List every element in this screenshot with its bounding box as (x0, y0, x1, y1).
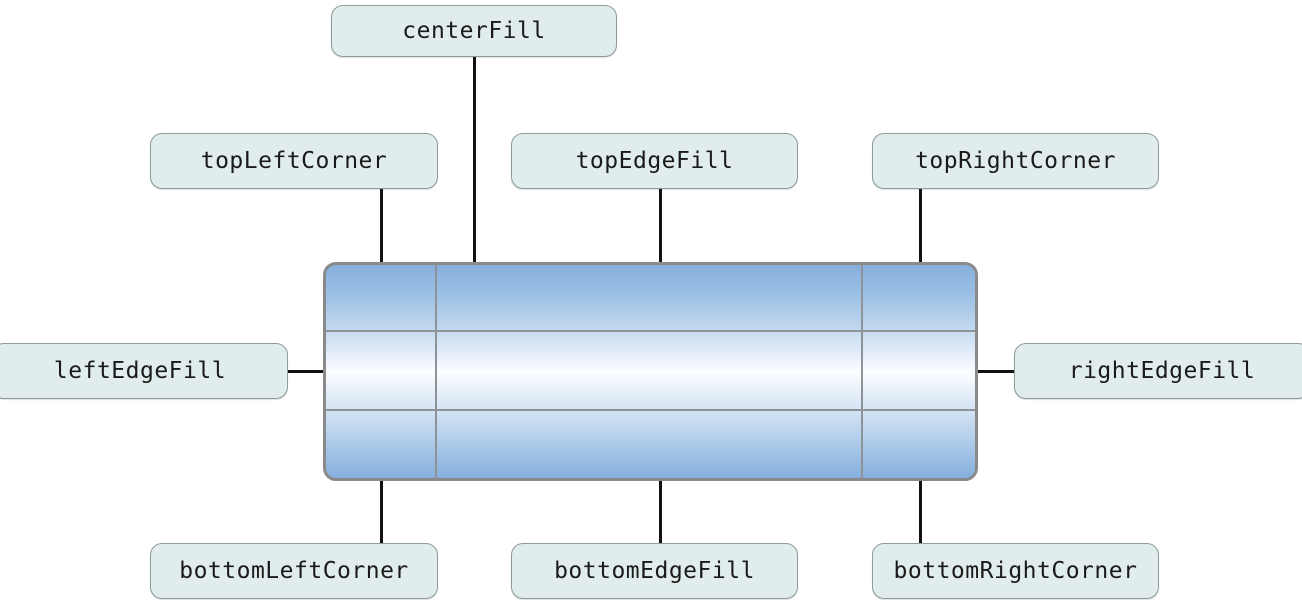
leader-line-top-left-corner (380, 189, 383, 281)
label-bottom-left-corner[interactable]: bottomLeftCorner (150, 543, 438, 599)
slice-left-edge-fill[interactable] (326, 332, 435, 409)
leader-line-left-edge-fill (288, 370, 346, 373)
label-top-edge-fill[interactable]: topEdgeFill (511, 133, 798, 189)
slice-grid-line-horizontal-top (326, 330, 975, 332)
slice-bottom-edge-fill[interactable] (437, 411, 861, 478)
label-right-edge-fill[interactable]: rightEdgeFill (1014, 343, 1302, 399)
label-top-right-corner[interactable]: topRightCorner (872, 133, 1159, 189)
slice-grid-line-vertical-left (435, 265, 437, 478)
leader-line-bottom-edge-fill (659, 458, 662, 544)
slice-grid-line-vertical-right (861, 265, 863, 478)
label-bottom-edge-fill[interactable]: bottomEdgeFill (511, 543, 798, 599)
leader-line-bottom-right-corner (919, 458, 922, 544)
leader-line-bottom-left-corner (380, 458, 383, 544)
slice-grid-line-horizontal-bottom (326, 409, 975, 411)
slice-top-right-corner[interactable] (863, 265, 975, 330)
slice-top-edge-fill[interactable] (437, 265, 861, 330)
slice-top-left-corner[interactable] (326, 265, 435, 330)
slice-bottom-right-corner[interactable] (863, 411, 975, 478)
label-left-edge-fill[interactable]: leftEdgeFill (0, 343, 288, 399)
label-center-fill[interactable]: centerFill (331, 5, 617, 57)
leader-line-center-fill (473, 48, 476, 359)
leader-line-top-edge-fill (659, 189, 662, 281)
label-bottom-right-corner[interactable]: bottomRightCorner (872, 543, 1159, 599)
slice-center-fill[interactable] (437, 332, 861, 409)
label-top-left-corner[interactable]: topLeftCorner (150, 133, 438, 189)
nine-slice-artwork (323, 262, 978, 481)
leader-line-top-right-corner (919, 189, 922, 281)
slice-right-edge-fill[interactable] (863, 332, 975, 409)
slice-bottom-left-corner[interactable] (326, 411, 435, 478)
leader-line-right-edge-fill (955, 370, 1015, 373)
